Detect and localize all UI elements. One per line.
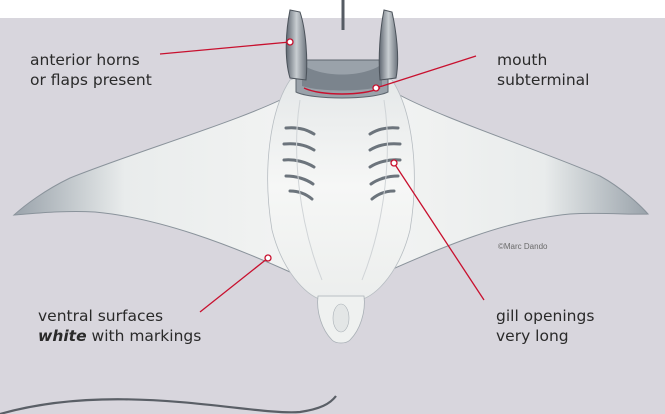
label-mouth-line2: subterminal — [497, 70, 590, 90]
label-gill-openings: gill openings very long — [496, 306, 594, 346]
right-horn — [379, 10, 397, 80]
label-gill-line1: gill openings — [496, 306, 594, 326]
label-ventral-line2: white with markings — [38, 326, 201, 346]
claspers — [333, 304, 349, 332]
label-ventral-rest: with markings — [87, 327, 202, 345]
label-mouth: mouth subterminal — [497, 50, 590, 90]
label-mouth-line1: mouth — [497, 50, 590, 70]
gills-pointer-dot — [391, 160, 397, 166]
label-ventral-line1: ventral surfaces — [38, 306, 201, 326]
label-ventral-emphasis: white — [38, 327, 87, 345]
label-gill-line2: very long — [496, 326, 594, 346]
ventral-leader-line — [200, 258, 268, 312]
tail — [0, 396, 336, 414]
label-anterior-horns-line1: anterior horns — [30, 50, 152, 70]
label-ventral-surfaces: ventral surfaces white with markings — [38, 306, 201, 346]
illustrator-credit: ©Marc Dando — [498, 242, 547, 251]
ventral-pointer-dot — [265, 255, 271, 261]
horns-pointer-dot — [287, 39, 293, 45]
body-disc — [268, 73, 415, 301]
label-anterior-horns-line2: or flaps present — [30, 70, 152, 90]
mouth-pointer-dot — [373, 85, 379, 91]
label-anterior-horns: anterior horns or flaps present — [30, 50, 152, 90]
horns-leader-line — [160, 42, 290, 54]
